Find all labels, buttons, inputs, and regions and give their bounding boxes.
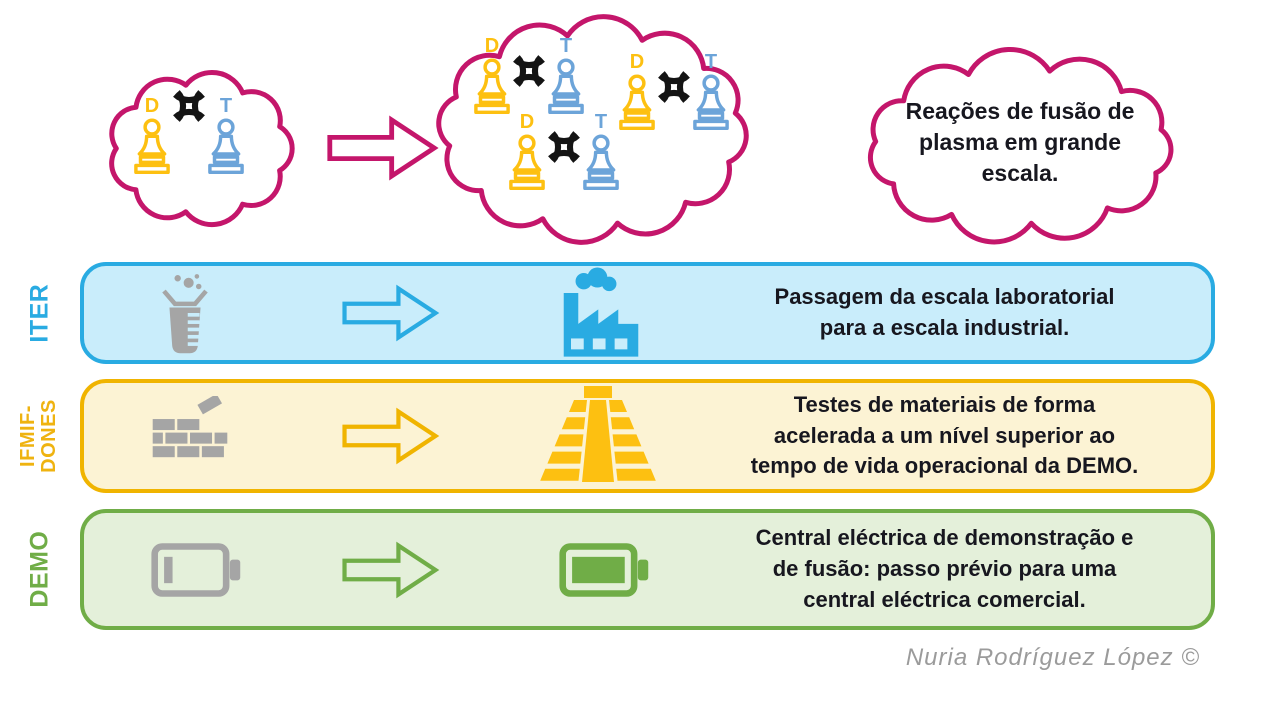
factory-icon <box>563 267 639 357</box>
pawn-tritium-icon: T <box>202 96 250 174</box>
small-fusion-cloud: D T <box>88 56 313 241</box>
tritium-label: T <box>594 111 608 133</box>
pawn-deuterium-icon: D <box>468 36 516 114</box>
cloud-outline-icon <box>109 70 295 228</box>
row-text: Testes de materiais de forma acelerada a… <box>750 391 1139 479</box>
deuterium-label: D <box>629 51 645 73</box>
row-demo: Central eléctrica de demonstração e de f… <box>80 509 1215 630</box>
progress-arrow-icon <box>334 538 446 602</box>
cloud-outline-icon <box>867 47 1174 245</box>
row-text: Central eléctrica de demonstração e de f… <box>755 525 1134 612</box>
tritium-label: T <box>704 51 718 73</box>
battery-full-icon <box>559 542 649 597</box>
deuterium-label: D <box>519 111 535 133</box>
caption-text: Reações de fusão de plasma em grande esc… <box>905 97 1135 187</box>
collision-icon <box>541 124 587 170</box>
row-iter: Passagem da escala laboratorial para a e… <box>80 262 1215 364</box>
pawn-tritium-icon: T <box>577 112 625 190</box>
large-fusion-cloud: D T D T D <box>415 2 770 257</box>
pawn-tritium-icon: T <box>542 36 590 114</box>
fusion-pair: D T <box>613 52 735 130</box>
beaker-icon <box>162 274 208 354</box>
row-label-text: ITER <box>24 283 53 343</box>
progress-arrow-icon <box>334 281 446 345</box>
pyramid-icon <box>540 386 656 482</box>
bricks-icon <box>152 396 228 458</box>
collision-icon <box>506 48 552 94</box>
pawn-deuterium-icon: D <box>503 112 551 190</box>
fusion-pair: D T <box>503 112 625 190</box>
pawn-deuterium-icon: D <box>613 52 661 130</box>
row-label-iter: ITER <box>0 262 78 364</box>
row-label-text: DEMO <box>24 531 53 608</box>
collision-icon <box>166 83 212 129</box>
author-credit: Nuria Rodríguez López © <box>905 644 1200 671</box>
tritium-label: T <box>559 35 573 57</box>
row-label-text2: DONES <box>38 399 60 473</box>
fusion-pair: D T <box>128 96 250 174</box>
tritium-label: T <box>219 95 233 117</box>
row-text: Passagem da escala laboratorial para a e… <box>774 284 1115 340</box>
deuterium-label: D <box>484 35 500 57</box>
progress-arrow-icon <box>334 404 446 468</box>
caption-cloud: Reações de fusão de plasma em grande esc… <box>840 34 1200 259</box>
pawn-tritium-icon: T <box>687 52 735 130</box>
row-ifmif-dones: Testes de materiais de forma acelerada a… <box>80 379 1215 493</box>
fusion-pair: D T <box>468 36 590 114</box>
row-label-ifmif-dones: IFMIF- DONES <box>0 379 78 493</box>
pawn-deuterium-icon: D <box>128 96 176 174</box>
collision-icon <box>651 64 697 110</box>
row-label-demo: DEMO <box>0 509 78 630</box>
battery-empty-icon <box>151 542 241 597</box>
deuterium-label: D <box>144 95 160 117</box>
row-label-text: IFMIF- <box>17 405 39 467</box>
